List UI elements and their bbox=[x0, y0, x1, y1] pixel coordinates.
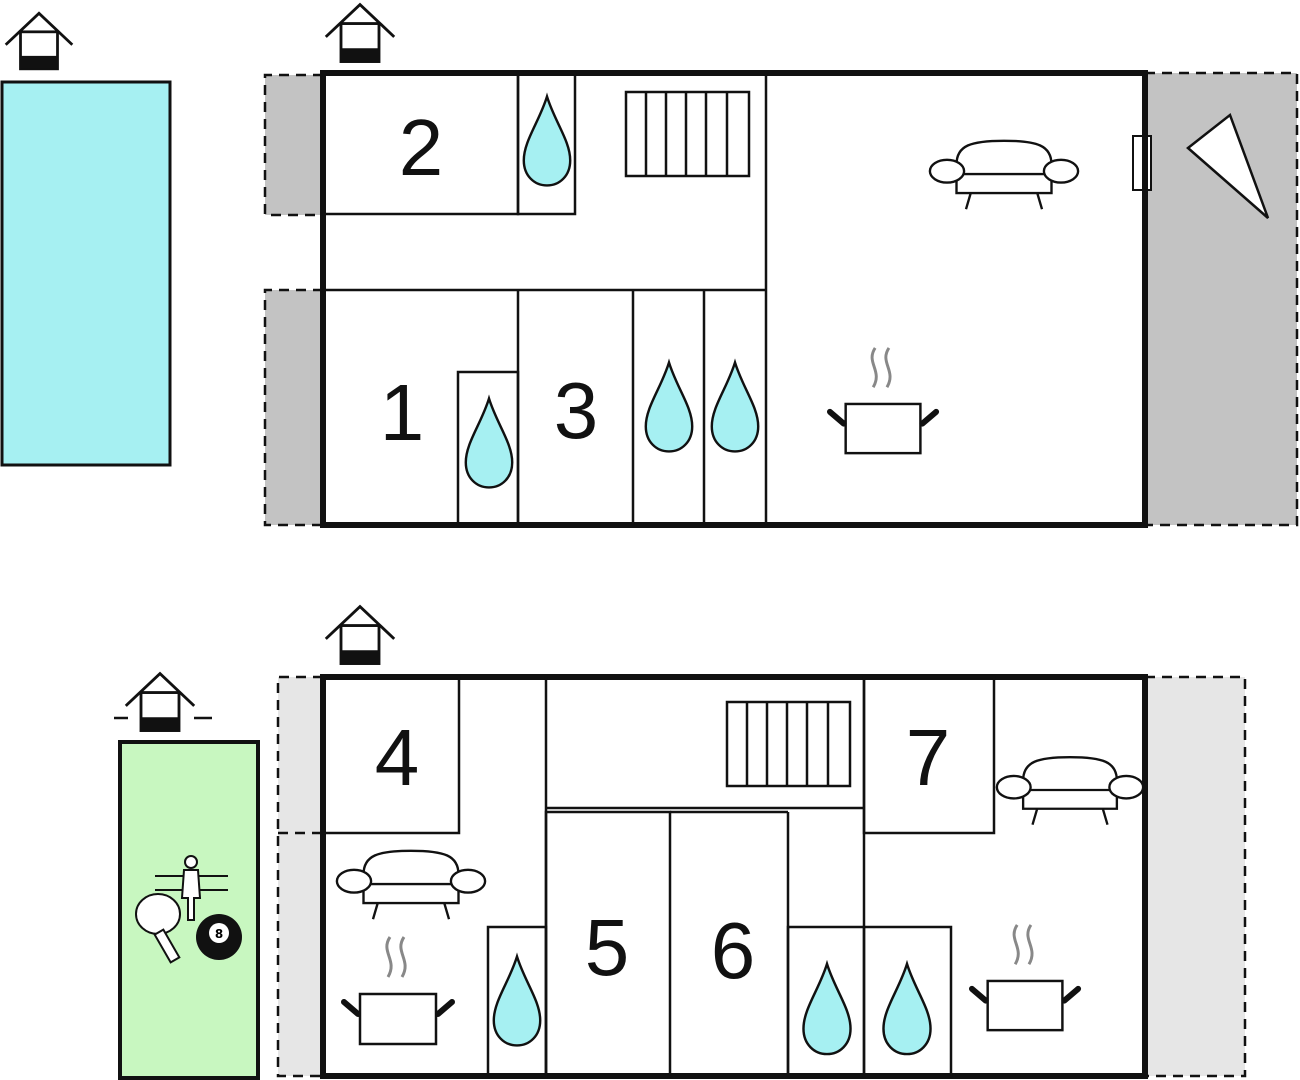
foosball-icon bbox=[155, 855, 228, 921]
room-number: 1 bbox=[380, 368, 425, 457]
ping-pong-icon bbox=[135, 893, 181, 964]
room-number: 5 bbox=[585, 903, 630, 992]
water-drop-icon bbox=[522, 95, 572, 187]
water-drop-icon bbox=[644, 361, 694, 453]
room-number: 3 bbox=[554, 366, 599, 455]
swimming-pool bbox=[0, 80, 172, 467]
cooking-pot-icon bbox=[972, 925, 1078, 1030]
water-drop-icon bbox=[802, 962, 852, 1056]
room-4 bbox=[321, 675, 461, 835]
water-drop-icon bbox=[710, 361, 760, 453]
bathroom bbox=[862, 925, 953, 1078]
terrace bbox=[265, 75, 323, 215]
sofa-icon bbox=[995, 755, 1145, 826]
sofa-icon bbox=[335, 849, 487, 921]
stairs-icon bbox=[725, 700, 852, 788]
terrace bbox=[278, 677, 323, 1076]
terrace bbox=[1145, 677, 1245, 1076]
bathroom bbox=[456, 370, 520, 527]
terrace bbox=[265, 290, 323, 525]
bathroom bbox=[486, 925, 548, 1078]
room-number: 4 bbox=[375, 713, 420, 802]
room-7 bbox=[862, 675, 996, 835]
stairs-icon bbox=[624, 90, 751, 178]
billiard-ball-icon: 8 bbox=[196, 914, 242, 960]
water-drop-icon bbox=[882, 962, 932, 1056]
water-drop-icon bbox=[464, 397, 514, 489]
upper-floor-outline bbox=[320, 70, 1148, 528]
lower-floor-outline bbox=[320, 674, 1148, 1079]
cooking-pot-icon bbox=[830, 348, 936, 453]
fireplace-icon bbox=[1186, 112, 1270, 219]
sofa-icon bbox=[928, 139, 1080, 211]
bathroom bbox=[516, 71, 577, 216]
water-drop-icon bbox=[492, 955, 542, 1047]
billiard-ball-number: 8 bbox=[215, 927, 223, 941]
room-number: 2 bbox=[399, 103, 444, 192]
house-entrance-icon bbox=[124, 672, 196, 733]
room-number: 7 bbox=[906, 713, 951, 802]
house-entrance-icon bbox=[324, 3, 396, 64]
house-entrance-icon bbox=[324, 605, 396, 666]
cooking-pot-icon bbox=[344, 937, 452, 1044]
house-entrance-icon bbox=[4, 11, 74, 71]
room-number: 6 bbox=[711, 906, 756, 995]
